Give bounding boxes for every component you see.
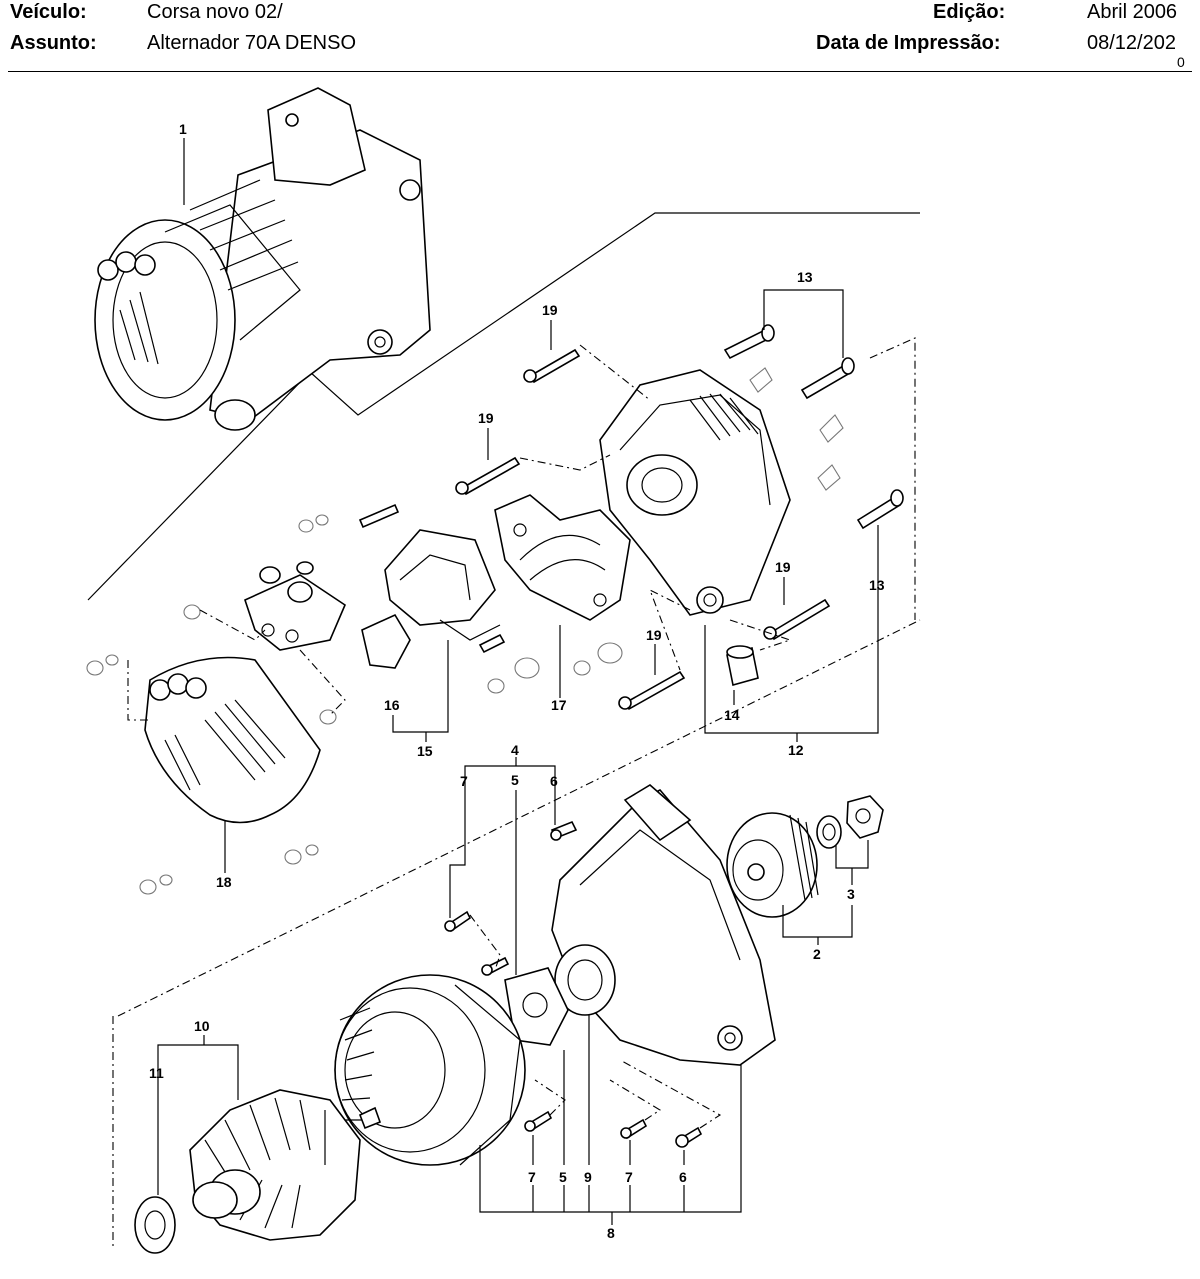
callout-19-b: 19: [478, 410, 494, 426]
callout-2: 2: [813, 946, 821, 962]
callout-9: 9: [584, 1169, 592, 1185]
vehicle-label: Veículo:: [10, 1, 87, 23]
print-date-value: 08/12/202: [1087, 32, 1176, 54]
rectifier-assembly: [487, 494, 631, 694]
section-divider-mid: [117, 619, 921, 1017]
rear-cover: [86, 654, 321, 895]
callout-12: 12: [788, 742, 804, 758]
stator: [334, 974, 526, 1166]
print-date-overflow: 0: [1177, 54, 1185, 70]
rotor: [134, 1089, 382, 1254]
callout-14: 14: [724, 707, 740, 723]
callout-11: 11: [149, 1065, 164, 1081]
print-date-label: Data de Impressão:: [816, 32, 1001, 54]
callout-3: 3: [847, 886, 855, 902]
callout-1: 1: [179, 121, 187, 137]
callout-16: 16: [384, 697, 400, 713]
callout-6-top: 6: [550, 773, 558, 789]
callout-13-top: 13: [797, 269, 813, 285]
callout-6-bottom: 6: [679, 1169, 687, 1185]
edition-label: Edição:: [933, 1, 1006, 23]
callout-4: 4: [511, 742, 519, 758]
callout-numbers: 1 13 19 19 19 13 19 14 12 16 15 17 4 7 5…: [149, 121, 885, 1241]
subject-label: Assunto:: [10, 32, 97, 54]
callout-10: 10: [194, 1018, 210, 1034]
header-rule: [8, 71, 1192, 72]
callout-15: 15: [417, 743, 433, 759]
callout-18: 18: [216, 874, 232, 890]
callout-19-d: 19: [646, 627, 662, 643]
callout-5-bottom: 5: [559, 1169, 567, 1185]
callout-7-top: 7: [460, 773, 468, 789]
callout-5-top: 5: [511, 772, 519, 788]
rear-frame-assembly: [455, 324, 904, 711]
drive-end-frame: [504, 784, 776, 1066]
callout-7-bl: 7: [528, 1169, 536, 1185]
callout-19-c: 19: [775, 559, 791, 575]
callout-13-right: 13: [869, 577, 885, 593]
callout-19-a: 19: [542, 302, 558, 318]
callout-7-br: 7: [625, 1169, 633, 1185]
callout-lines: [157, 138, 879, 1225]
screws: [444, 820, 722, 1148]
pulley-assembly: [726, 795, 884, 918]
edition-value: Abril 2006: [1087, 1, 1178, 23]
terminal-block: [183, 514, 346, 725]
callout-17: 17: [551, 697, 567, 713]
section-divider-top: [87, 212, 920, 601]
subject-value: Alternador 70A DENSO: [147, 32, 356, 54]
vehicle-value: Corsa novo 02/: [147, 1, 283, 23]
section-divider-right: [869, 337, 916, 620]
brush-holder-assembly: [358, 503, 506, 669]
callout-8: 8: [607, 1225, 615, 1241]
alternator-assembly: [94, 87, 431, 431]
